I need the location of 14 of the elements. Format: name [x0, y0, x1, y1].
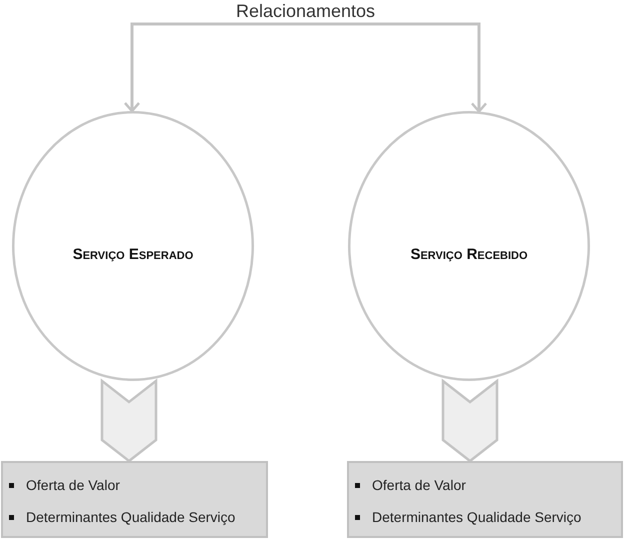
connector-arrow — [124, 22, 488, 113]
edge-label: Relacionamentos — [236, 1, 376, 21]
list-item: Determinantes Qualidade Serviço — [9, 508, 236, 526]
info-box — [347, 461, 623, 538]
service-circle — [12, 111, 254, 381]
service-circle — [348, 111, 590, 381]
node-label: Serviço Recebido — [410, 246, 528, 262]
info-box — [1, 461, 268, 538]
chevron-arrow — [442, 378, 498, 463]
node-label: Serviço Esperado — [72, 246, 194, 262]
list-item: Oferta de Valor — [355, 476, 466, 494]
list-item: Oferta de Valor — [9, 476, 120, 494]
list-item: Determinantes Qualidade Serviço — [355, 508, 582, 526]
chevron-arrow — [100, 378, 158, 463]
